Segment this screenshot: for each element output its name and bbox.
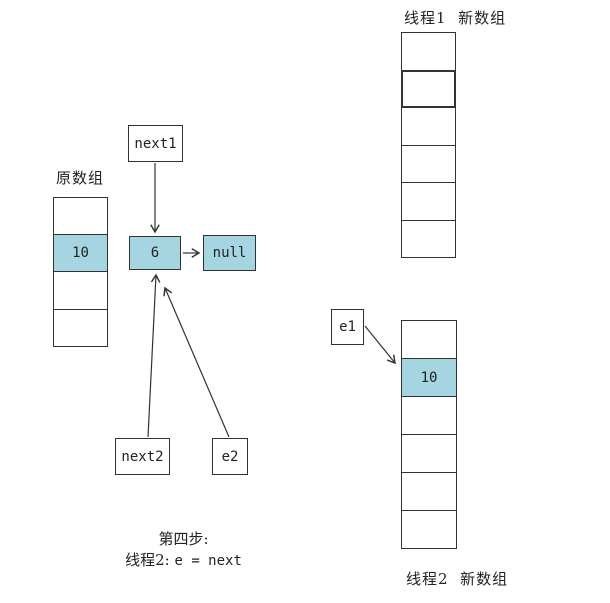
arrow-next2-to-6 [147,273,161,438]
thread1-cell [401,219,456,258]
e1-node: e1 [331,309,364,345]
thread2-array: 10 [401,320,457,549]
next2-node: next2 [115,438,170,475]
thread2-cell [401,434,457,473]
thread1-cell-bold [401,69,456,108]
thread2-cell [401,320,457,359]
thread2-cell-highlight: 10 [401,358,457,397]
thread2-cell [401,472,457,511]
caption-line2: 线程2: e = next [91,550,276,572]
arrow-e2-to-6 [163,286,230,438]
original-cell-highlight: 10 [53,234,108,273]
original-cell [53,308,108,347]
original-cell [53,271,108,310]
entry-6-node: 6 [129,236,181,270]
original-array-label: 原数组 [56,169,105,187]
caption-step: 第四步: [158,530,209,548]
arrow-e1-to-thread2-cell [364,325,396,365]
thread1-cell [401,32,456,71]
thread1-array [401,32,456,258]
e2-node: e2 [212,438,248,475]
thread1-cell [401,107,456,146]
next1-node: next1 [128,125,183,162]
thread2-cell [401,510,457,549]
original-array: 10 [53,197,108,347]
thread1-array-label: 线程1 新数组 [404,9,507,27]
thread1-cell [401,182,456,221]
caption: 第四步: 线程2: e = next [91,529,276,572]
thread1-cell [401,144,456,183]
thread2-array-label: 线程2 新数组 [406,570,509,588]
thread2-cell [401,396,457,435]
caption-line2-code: e = next [174,553,242,569]
null-node: null [203,235,256,271]
caption-line2-zh: 线程2: [125,551,170,569]
original-cell [53,197,108,236]
